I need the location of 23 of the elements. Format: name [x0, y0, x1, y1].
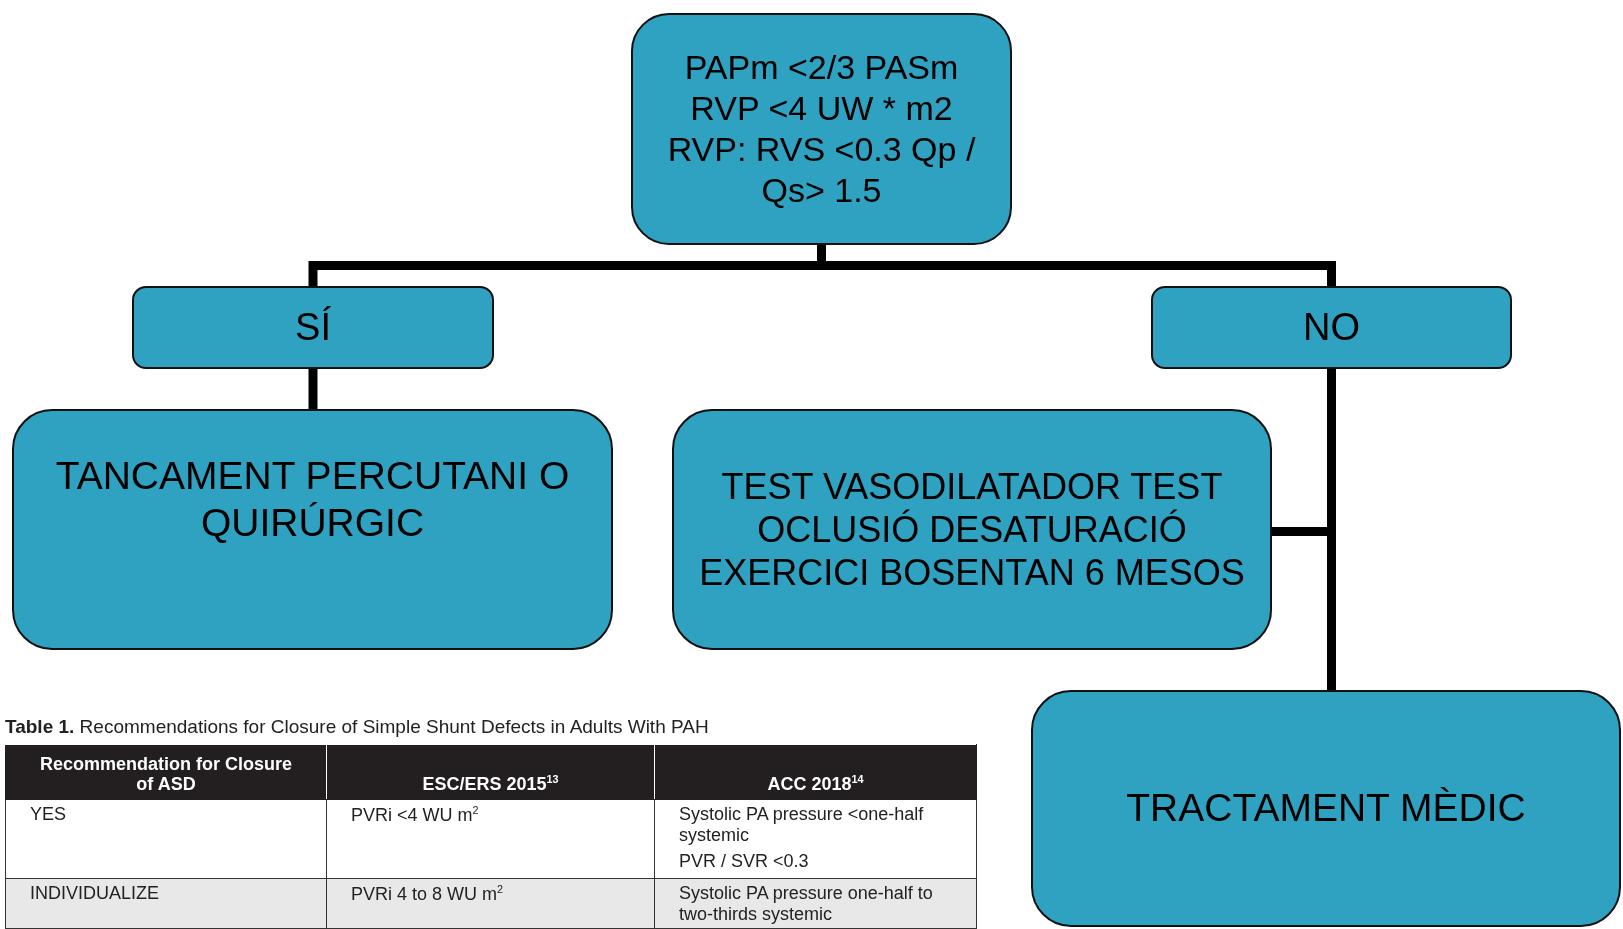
node-text: PAPm <2/3 PASm RVP <4 UW * m2 RVP: RVS <0.3 Qp / Qs> 1.5	[666, 47, 977, 211]
table-cell: PVRi <4 WU m$^{2}$	[326, 799, 655, 879]
outcome-box	[1031, 690, 1621, 927]
cell-text: PVR / SVR <0.3	[679, 851, 810, 873]
node-text: NO	[1302, 304, 1361, 350]
node-text: SÍ	[294, 304, 332, 350]
table-cell: Systolic PA pressure one-half to two-thirds systemic	[654, 878, 977, 929]
outcome-box	[672, 409, 1272, 650]
cell-text: Systolic PA pressure <one-half systemic	[679, 804, 925, 846]
node-text: TRACTAMENT MÈDIC	[1125, 785, 1527, 832]
table-caption: Table 1. Recommendations for Closure of Simple Shunt Defects in Adults With PAH	[5, 716, 710, 738]
node-text: TANCAMENT PERCUTANI O QUIRÚRGIC	[54, 452, 571, 546]
decision-box	[1151, 286, 1512, 369]
outcome-box	[12, 409, 613, 650]
column-header: Recommendation for Closure of ASD	[5, 744, 327, 800]
column-header: ESC/ERS 2015$^{13}$	[326, 744, 655, 800]
table-cell: INDIVIDUALIZE	[5, 878, 327, 929]
table-cell: PVRi 4 to 8 WU m$^{2}$	[326, 878, 655, 929]
criteria-box	[631, 13, 1012, 245]
decision-box	[132, 286, 494, 369]
table-cell: YES	[5, 799, 327, 879]
node-text: TEST VASODILATADOR TEST OCLUSIÓ DESATURACIÓ EXERCICI BOSENTAN 6 MESOS	[698, 464, 1246, 595]
column-header: ACC 2018$^{14}$	[654, 744, 977, 800]
